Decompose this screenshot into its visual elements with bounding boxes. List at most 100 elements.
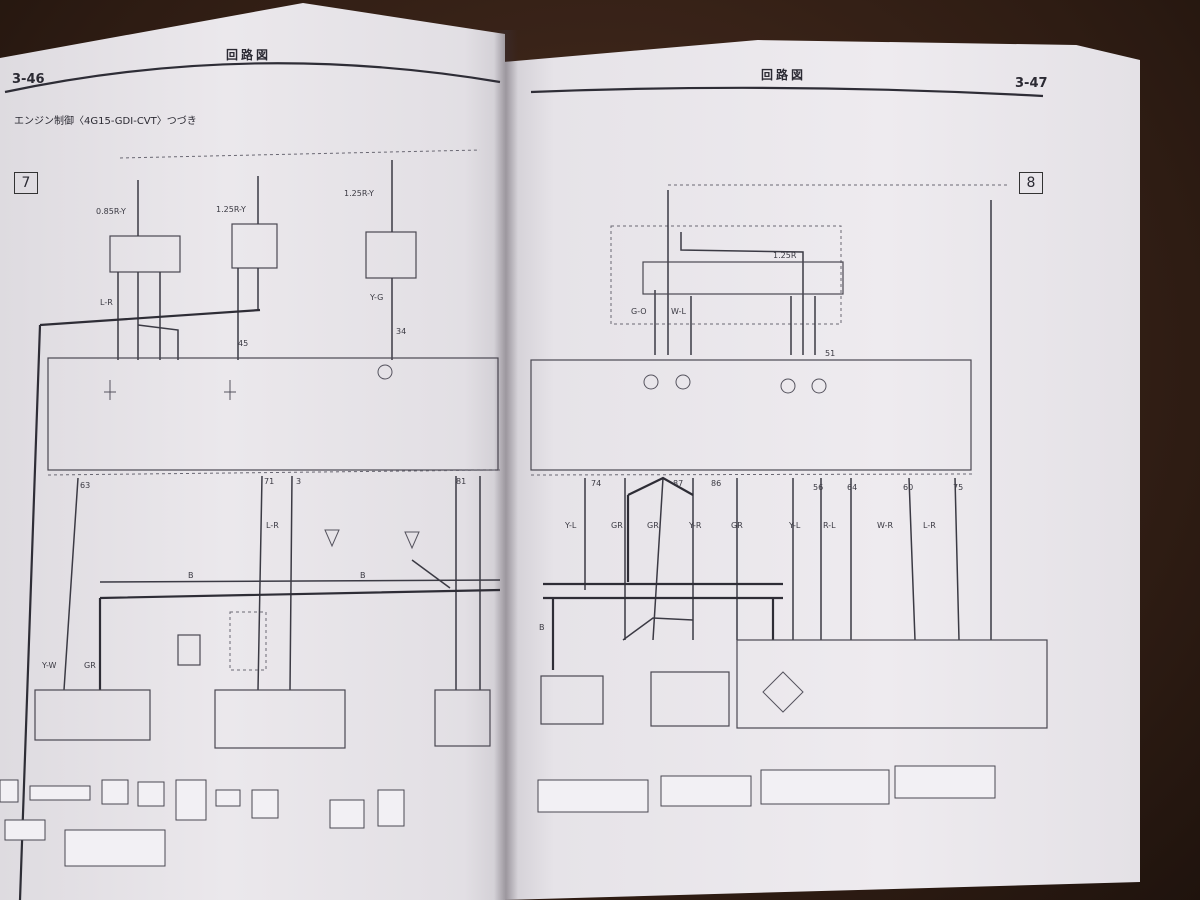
wire-label: 1.25R-Y [344, 189, 374, 198]
pin-number: 64 [847, 483, 857, 492]
pin-number: 63 [80, 481, 90, 490]
wire-label: W-R [877, 521, 893, 530]
left-branch-wire [137, 324, 179, 360]
connector-7 [251, 789, 279, 819]
right-relay-block [642, 261, 844, 295]
connector-9 [377, 789, 405, 827]
book-gutter [494, 30, 518, 900]
wire-label: GR [84, 661, 96, 670]
left-page-number: 3-46 [12, 72, 45, 87]
pin-number: 86 [711, 479, 721, 488]
wire-label: R-L [823, 521, 836, 530]
left-diagram-number: 7 [14, 172, 38, 194]
wire-label: Y-G [369, 293, 383, 302]
right-connector-1 [537, 779, 649, 813]
connector-6 [215, 789, 241, 807]
wire-label: 1.25R-Y [216, 205, 246, 214]
connector-3 [101, 779, 129, 805]
right-bridge-symbol [762, 671, 804, 713]
left-page-title: 回路図 [226, 48, 272, 62]
pin-number: 51 [825, 349, 835, 358]
right-connector-2 [660, 775, 752, 807]
wire-label: Y-L [564, 521, 577, 530]
left-sensor2-wires [237, 268, 259, 360]
wire-label: GR [611, 521, 623, 530]
right-header-rule [530, 86, 1044, 98]
purge-solenoid-box [365, 231, 417, 279]
right-diag-wire [622, 617, 694, 641]
right-dashed-area [610, 225, 842, 325]
wire-label: Y-W [41, 661, 57, 670]
left-dashed-box [229, 611, 267, 671]
right-ecu-block [530, 359, 972, 471]
right-transistor-4 [811, 378, 827, 394]
left-lower-wires [63, 475, 481, 691]
connector-2 [29, 785, 91, 801]
left-b-bus [98, 588, 501, 690]
left-diag-wire [411, 559, 451, 589]
connector-5 [175, 779, 207, 821]
pin-number: 87 [673, 479, 683, 488]
wire-label: L-R [266, 521, 279, 530]
sensor-box-2 [231, 223, 278, 269]
connector-10 [64, 829, 166, 867]
right-top-wires [667, 190, 804, 355]
connector-8 [329, 799, 365, 829]
pin-number: 81 [456, 477, 466, 486]
connector-11 [4, 819, 46, 841]
left-triangles [324, 529, 420, 550]
left-page: 0.85R-Y 1.25R-Y 1.25R-Y Y-G L-R B Y-W GR… [0, 3, 505, 900]
wire-label: GR [731, 521, 743, 530]
right-transistor-3 [780, 378, 796, 394]
pin-number: 75 [953, 483, 963, 492]
right-connector-3 [760, 769, 890, 805]
right-relay-wires [654, 290, 816, 355]
right-transistor-1 [643, 374, 659, 390]
left-top-wires [137, 160, 393, 236]
right-transistor-2 [675, 374, 691, 390]
left-bottom-box-1 [34, 689, 151, 741]
left-schematic: 0.85R-Y 1.25R-Y 1.25R-Y Y-G L-R B Y-W GR… [0, 62, 501, 900]
wire-label: Y-L [788, 521, 801, 530]
left-cross-wire [18, 308, 261, 900]
left-b-bus-2 [99, 579, 501, 583]
right-page-title: 回路図 [761, 68, 807, 82]
right-bottom-box-3 [736, 639, 1048, 729]
wire-label: 1.25R [773, 251, 797, 260]
wire-label: B [360, 571, 366, 580]
right-schematic: 1.25R G-O W-L Y-L GR GR Y-R GR Y-L R-L W… [530, 86, 1048, 813]
right-connector-4 [894, 765, 996, 799]
pin-number: 60 [903, 483, 913, 492]
pin-number: 34 [396, 327, 406, 336]
wire-label: B [188, 571, 194, 580]
pin-number: 71 [264, 477, 274, 486]
connector-1 [0, 779, 19, 803]
wire-label: 0.85R-Y [96, 207, 126, 216]
connector-4 [137, 781, 165, 807]
right-b-bus [543, 582, 783, 670]
left-sensor1-wires [117, 272, 161, 360]
wire-label: L-R [100, 298, 113, 307]
right-page: 1.25R G-O W-L Y-L GR GR Y-R GR Y-L R-L W… [503, 40, 1140, 900]
pin-number: 45 [238, 339, 248, 348]
right-diagram-number: 8 [1019, 172, 1043, 194]
wire-label: L-R [923, 521, 936, 530]
right-page-number: 3-47 [1015, 76, 1048, 91]
wire-label: G-O [631, 307, 647, 316]
left-top-bus [119, 149, 481, 159]
pin-number: 74 [591, 479, 601, 488]
left-ecu-bottom [47, 469, 501, 476]
left-ecu-block [47, 357, 499, 471]
left-ground-symbols [104, 380, 236, 400]
left-transistor [377, 364, 393, 380]
pin-number: 56 [813, 483, 823, 492]
pin-number: 3 [296, 477, 301, 486]
left-bottom-box-2 [214, 689, 346, 749]
sensor-box-1 [109, 235, 181, 273]
right-peak-wire [626, 476, 694, 582]
left-bottom-box-3 [434, 689, 491, 747]
wire-label: GR [647, 521, 659, 530]
left-page-subtitle: エンジン制御〈4G15-GDI-CVT〉つづき [14, 116, 197, 127]
wire-label: B [539, 623, 545, 632]
right-lower-wires [584, 477, 960, 641]
